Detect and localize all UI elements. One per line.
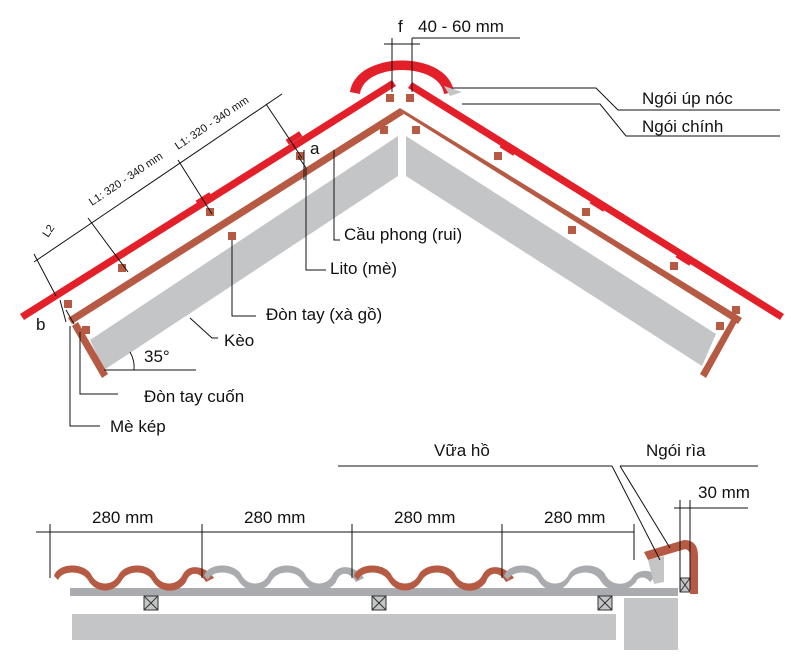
battens-right <box>406 94 740 330</box>
base-board <box>70 588 678 596</box>
ridge-tile <box>350 60 454 94</box>
label-top-gap: 40 - 60 mm <box>418 17 504 36</box>
wave-tile-1 <box>54 565 214 591</box>
label-verge-tile: Ngói rìa <box>646 441 706 460</box>
rafter-right <box>400 108 742 324</box>
label-ridge-tile: Ngói úp nóc <box>642 89 733 108</box>
label-spacing-2: 280 mm <box>244 508 305 527</box>
label-l2: L2 <box>41 223 58 240</box>
label-a: a <box>310 139 320 158</box>
verge-block <box>624 598 678 650</box>
label-batten: Lito (mè) <box>330 259 397 278</box>
label-mortar: Vữa hồ <box>434 441 490 460</box>
label-eave-purlin: Đòn tay cuốn <box>144 387 244 406</box>
truss-left <box>90 136 398 370</box>
eave-purlin-left <box>72 322 108 378</box>
label-fascia: Mè kép <box>110 417 166 436</box>
wave-tile-3 <box>354 565 514 591</box>
truss-right <box>406 136 716 366</box>
label-verge-gap: 30 mm <box>698 483 750 502</box>
wave-tile-2 <box>204 565 364 591</box>
label-spacing-4: 280 mm <box>544 508 605 527</box>
mortar <box>648 556 664 584</box>
rafter-left <box>68 108 404 324</box>
label-angle: 35° <box>144 347 170 366</box>
eave-purlin-right <box>700 318 738 378</box>
verge-tile <box>644 540 698 594</box>
wave-tile-4 <box>504 565 656 591</box>
label-f: f <box>398 17 403 36</box>
label-spacing-1: 280 mm <box>92 508 153 527</box>
ridge-tile-shadow <box>444 86 462 96</box>
tile-lugs-right <box>499 142 693 266</box>
battens-left <box>64 94 394 334</box>
label-main-tile: Ngói chính <box>642 117 723 136</box>
label-purlin: Đòn tay (xà gồ) <box>266 305 382 324</box>
label-truss: Kèo <box>224 331 254 350</box>
batten-cross-marks <box>143 577 691 611</box>
label-spacing-3: 280 mm <box>394 508 455 527</box>
tile-lugs-left <box>33 131 303 312</box>
label-b: b <box>36 315 45 334</box>
bottom-beam <box>72 614 616 640</box>
label-rafter: Cầu phong (rui) <box>344 225 462 244</box>
